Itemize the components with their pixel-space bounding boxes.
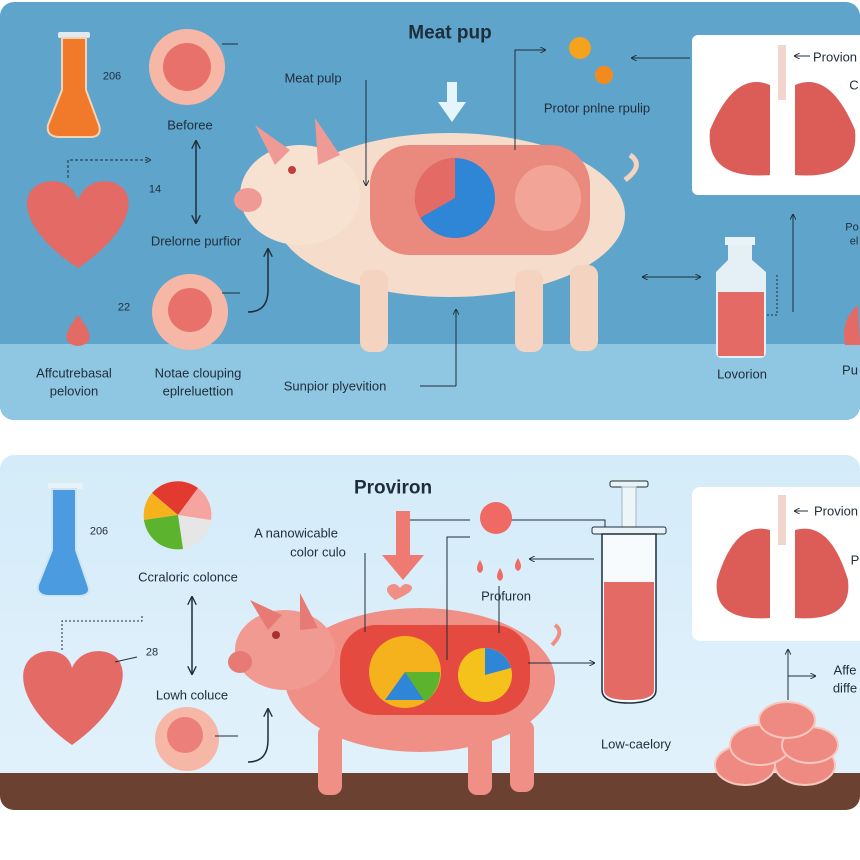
test-tube-icon: [591, 480, 667, 704]
drelorne-label: Drelorne purfior: [150, 233, 242, 249]
lungs-icon: [709, 45, 856, 176]
provion-label: Provion: [812, 49, 858, 65]
pu-label: Pu: [842, 362, 858, 378]
meat-stack-icon: [714, 701, 839, 786]
nanowicable-label-2: color culo: [290, 544, 346, 560]
po-label-2: el: [849, 235, 859, 248]
top-title: Meat pup: [408, 22, 492, 44]
value-22: 22: [117, 301, 131, 314]
ccraloric-label: Ccraloric colonce: [138, 569, 238, 585]
sun-icon: [569, 37, 613, 84]
affe-label-1: Affe: [833, 662, 857, 678]
meat-pulp-label: Meat pulp: [284, 70, 342, 86]
value-28: 28: [145, 646, 159, 659]
affcutrebasal-label-2: pelovion: [49, 383, 99, 399]
meat-slice-after-icon: [152, 274, 228, 350]
small-heart-icon: [386, 584, 413, 600]
affe-label-2: diffe: [832, 680, 858, 696]
floor: [0, 344, 860, 420]
ground: [0, 773, 860, 810]
red-down-arrow-icon: [382, 511, 424, 580]
orange-flask-icon: [46, 32, 101, 138]
lowh-label: Lowh coluce: [155, 687, 229, 703]
flask-value: 206: [89, 525, 109, 538]
low-calory-label: Low-caelory: [600, 736, 672, 752]
down-arrow-icon: [438, 82, 466, 122]
blue-flask-icon: [36, 483, 90, 597]
affcutrebasal-label-1: Affcutrebasal: [36, 365, 112, 381]
notae-label-2: eplreluettion: [162, 383, 234, 399]
meat-slice-icon: [155, 707, 219, 771]
cell-icon: [477, 502, 521, 581]
bottom-title: Proviron: [353, 477, 433, 499]
nanowicable-label-1: A nanowicable: [254, 525, 338, 541]
notae-label-1: Notae clouping: [154, 365, 242, 381]
sunpior-label: Sunpior plyevition: [283, 378, 387, 394]
color-pie-chart-icon: [143, 481, 212, 550]
vial-icon: [716, 237, 766, 358]
heart-icon: [23, 651, 123, 745]
pig-top-icon: [234, 118, 639, 352]
profuron-label: Profuron: [481, 588, 531, 604]
dashed-arrow: [67, 160, 150, 178]
provion-label: Provion: [813, 503, 859, 519]
lungs-icon: [716, 495, 849, 619]
pig-bottom-icon: [228, 593, 562, 795]
heart-icon: [26, 181, 129, 268]
meat-slice-before-icon: [149, 29, 225, 105]
c-label: C: [849, 77, 859, 93]
p-label: P: [850, 552, 860, 568]
flask-value: 206: [102, 70, 122, 83]
drop-icon: [66, 315, 90, 346]
lovorion-label: Lovorion: [717, 366, 767, 382]
protor-label: Protor pnlne rpulip: [543, 100, 651, 116]
before-label: Beforee: [167, 117, 213, 133]
value-14: 14: [148, 183, 162, 196]
po-label-1: Po: [845, 221, 859, 234]
